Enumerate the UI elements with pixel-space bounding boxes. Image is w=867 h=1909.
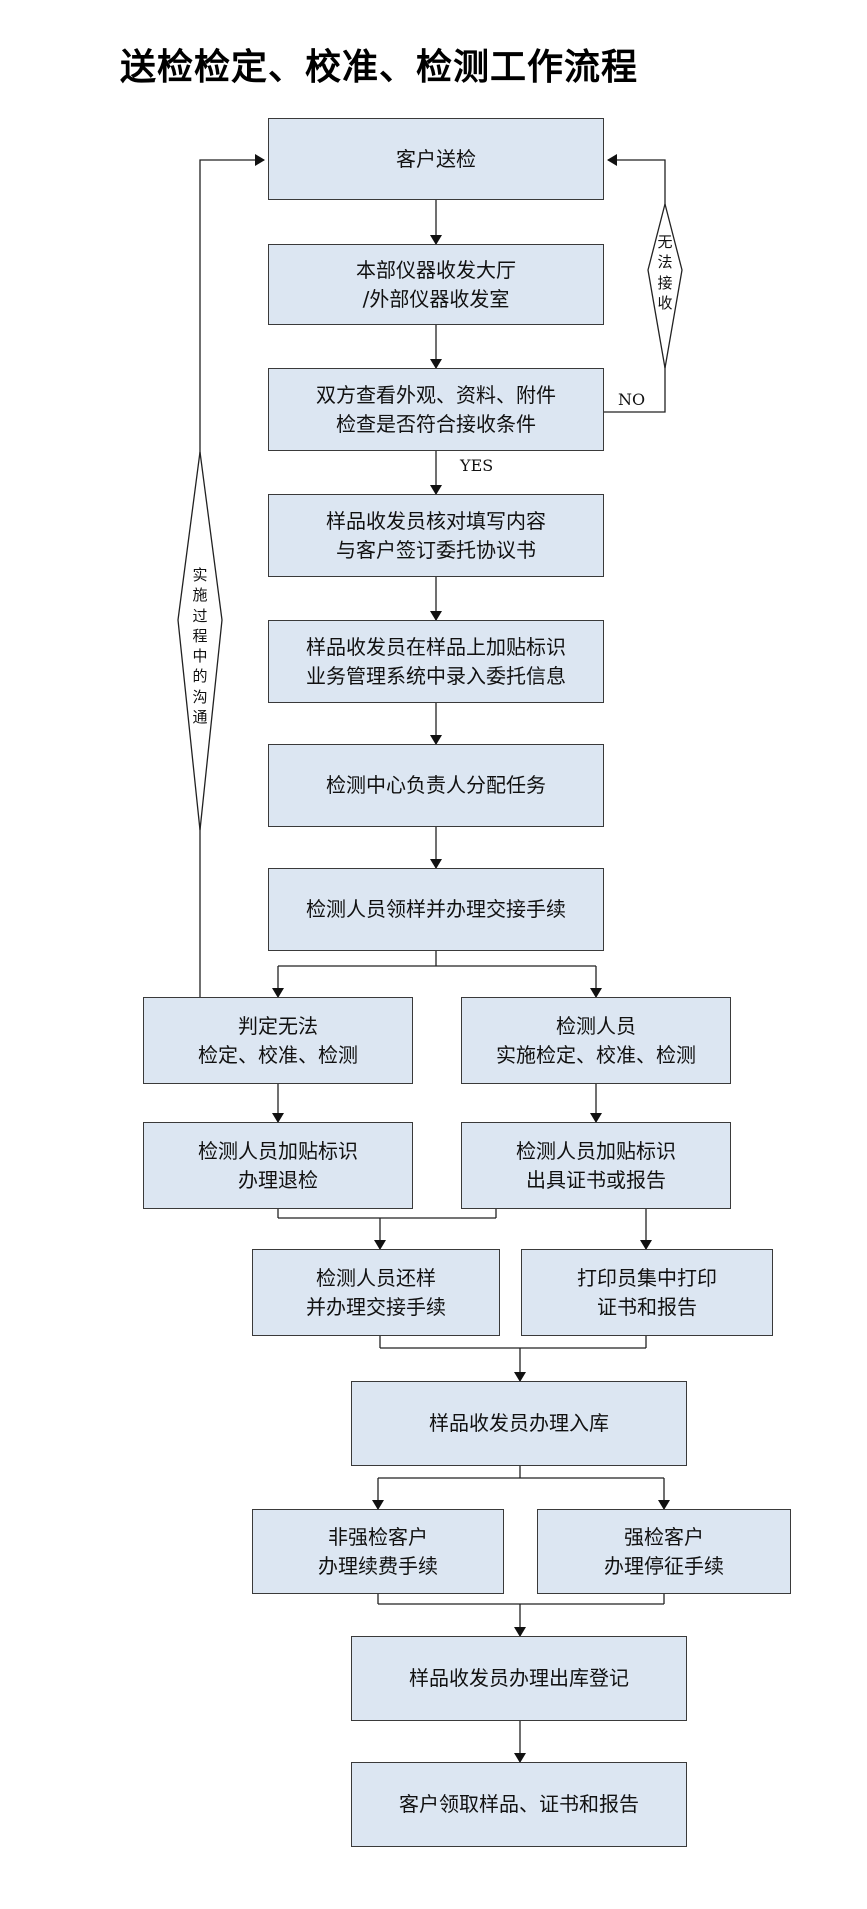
- reject-diamond-text: 无 法 接 收: [657, 233, 673, 312]
- box-store-sample: 样品收发员办理入库: [351, 1381, 687, 1466]
- no-label: NO: [618, 390, 646, 409]
- box-cannot-test: 判定无法 检定、校准、检测: [143, 997, 413, 1084]
- box-receive-sample: 检测人员领样并办理交接手续: [268, 868, 604, 951]
- box-perform-test: 检测人员 实施检定、校准、检测: [461, 997, 731, 1084]
- box-label-and-register: 样品收发员在样品上加贴标识 业务管理系统中录入委托信息: [268, 620, 604, 703]
- box-print-reports: 打印员集中打印 证书和报告: [521, 1249, 773, 1336]
- box-mandatory-exempt: 强检客户 办理停征手续: [537, 1509, 791, 1594]
- page-title: 送检检定、校准、检测工作流程: [120, 46, 639, 88]
- box-customer-submission: 客户送检: [268, 118, 604, 200]
- box-sign-agreement: 样品收发员核对填写内容 与客户签订委托协议书: [268, 494, 604, 577]
- box-issue-certificate: 检测人员加贴标识 出具证书或报告: [461, 1122, 731, 1209]
- box-return-untested: 检测人员加贴标识 办理退检: [143, 1122, 413, 1209]
- box-non-mandatory-fee: 非强检客户 办理续费手续: [252, 1509, 504, 1594]
- box-check-conditions: 双方查看外观、资料、附件 检查是否符合接收条件: [268, 368, 604, 451]
- box-assign-task: 检测中心负责人分配任务: [268, 744, 604, 827]
- communication-diamond-text: 实 施 过 程 中 的 沟 通: [192, 566, 208, 726]
- communication-diamond: [177, 451, 223, 831]
- box-customer-pickup: 客户领取样品、证书和报告: [351, 1762, 687, 1847]
- box-checkout-register: 样品收发员办理出库登记: [351, 1636, 687, 1721]
- reject-diamond: [647, 203, 683, 369]
- yes-label: YES: [460, 456, 494, 475]
- box-instrument-hall: 本部仪器收发大厅 /外部仪器收发室: [268, 244, 604, 325]
- box-return-sample: 检测人员还样 并办理交接手续: [252, 1249, 500, 1336]
